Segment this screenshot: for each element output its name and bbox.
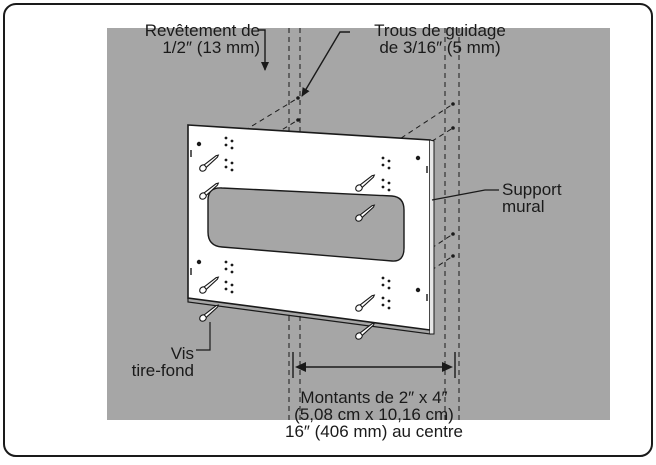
stud-right <box>444 28 460 420</box>
bracket-hole-clusters <box>196 136 421 310</box>
label-studs-line-3: 16″ (406 mm) au centre <box>285 422 463 441</box>
label-wall-bracket-line-2: mural <box>502 197 545 216</box>
lag-screws <box>199 154 376 340</box>
callout-screws-leader <box>196 322 211 351</box>
stud-spacing-dimension <box>292 352 456 378</box>
label-sheathing-line-2: 1/2″ (13 mm) <box>162 38 260 57</box>
wall-bracket-side <box>429 139 435 335</box>
label-sheathing: Revêtement de 1/2″ (13 mm) <box>72 22 260 56</box>
label-lag-screws-line-1: Vis <box>170 344 194 363</box>
label-pilot-holes: Trous de guidage de 3/16″ (5 mm) <box>340 22 540 56</box>
label-wall-bracket-line-1: Support <box>502 180 562 199</box>
edge-notches <box>190 150 428 301</box>
label-lag-screws: Vis tire-fond <box>108 345 194 379</box>
callout-pilot-holes-leader <box>301 31 350 97</box>
label-wall-bracket: Support mural <box>502 181 602 215</box>
label-sheathing-line-1: Revêtement de <box>144 21 260 40</box>
label-lag-screws-line-2: tire-fond <box>131 361 194 380</box>
callout-bracket-leader <box>431 189 499 201</box>
label-studs-line-2: (5,08 cm x 10,16 cm) <box>294 405 454 424</box>
stud-left <box>288 28 301 420</box>
label-pilot-holes-line-1: Trous de guidage <box>374 21 506 40</box>
label-pilot-holes-line-2: de 3/16″ (5 mm) <box>379 38 501 57</box>
label-studs-line-1: Montants de 2″ x 4″ <box>300 388 448 407</box>
callout-sheathing-leader <box>258 29 269 71</box>
bracket-cutout <box>207 187 405 262</box>
label-studs: Montants de 2″ x 4″ (5,08 cm x 10,16 cm)… <box>234 389 514 440</box>
